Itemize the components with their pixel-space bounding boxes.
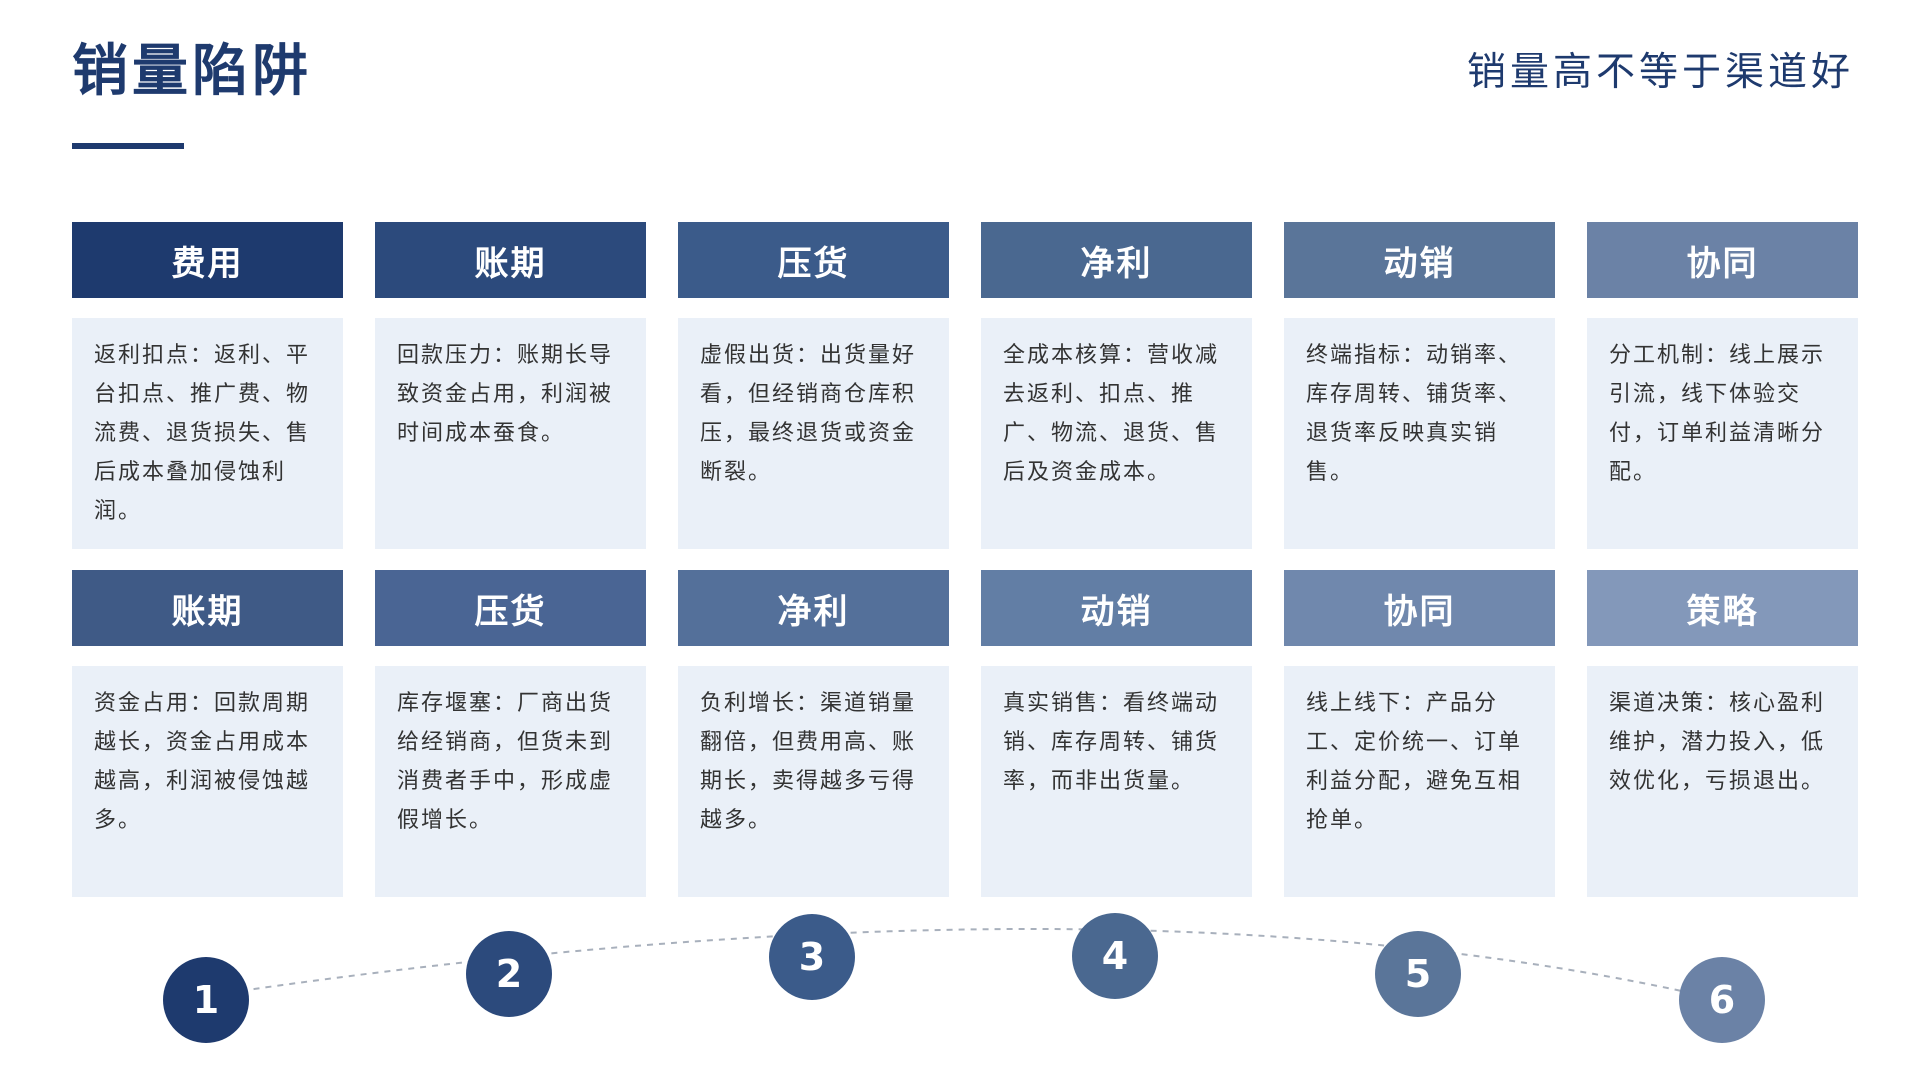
card-header: 协同: [1587, 222, 1858, 298]
card-body: 返利扣点：返利、平台扣点、推广费、物流费、退货损失、售后成本叠加侵蚀利润。: [72, 318, 343, 549]
step-circle-2: 2: [466, 931, 552, 1017]
card-header: 净利: [678, 570, 949, 646]
card-body: 真实销售：看终端动销、库存周转、铺货率，而非出货量。: [981, 666, 1252, 897]
card-body: 负利增长：渠道销量翻倍，但费用高、账期长，卖得越多亏得越多。: [678, 666, 949, 897]
page-subtitle: 销量高不等于渠道好: [1466, 50, 1854, 95]
card-header: 费用: [72, 222, 343, 298]
card-body: 虚假出货：出货量好看，但经销商仓库积压，最终退货或资金断裂。: [678, 318, 949, 549]
card-header: 压货: [678, 222, 949, 298]
card-header: 动销: [1284, 222, 1555, 298]
card-body: 全成本核算：营收减去返利、扣点、推广、物流、退货、售后及资金成本。: [981, 318, 1252, 549]
card-header: 协同: [1284, 570, 1555, 646]
card-body: 回款压力：账期长导致资金占用，利润被时间成本蚕食。: [375, 318, 646, 549]
card-body: 库存堰塞：厂商出货给经销商，但货未到消费者手中，形成虚假增长。: [375, 666, 646, 897]
card-body: 渠道决策：核心盈利维护，潜力投入，低效优化，亏损退出。: [1587, 666, 1858, 897]
card-body: 线上线下：产品分工、定价统一、订单利益分配，避免互相抢单。: [1284, 666, 1555, 897]
card-header: 动销: [981, 570, 1252, 646]
step-circle-3: 3: [769, 914, 855, 1000]
step-circle-4: 4: [1072, 913, 1158, 999]
step-circle-5: 5: [1375, 931, 1461, 1017]
card-header: 账期: [375, 222, 646, 298]
step-circle-1: 1: [163, 957, 249, 1043]
card-body: 资金占用：回款周期越长，资金占用成本越高，利润被侵蚀越多。: [72, 666, 343, 897]
card-header: 净利: [981, 222, 1252, 298]
page-title: 销量陷阱: [72, 39, 312, 104]
title-underline: [72, 143, 184, 149]
timeline-path: [205, 928, 1723, 1001]
card-header: 策略: [1587, 570, 1858, 646]
step-circle-6: 6: [1679, 957, 1765, 1043]
card-body: 分工机制：线上展示引流，线下体验交付，订单利益清晰分配。: [1587, 318, 1858, 549]
card-header: 压货: [375, 570, 646, 646]
card-body: 终端指标：动销率、库存周转、铺货率、退货率反映真实销售。: [1284, 318, 1555, 549]
card-header: 账期: [72, 570, 343, 646]
